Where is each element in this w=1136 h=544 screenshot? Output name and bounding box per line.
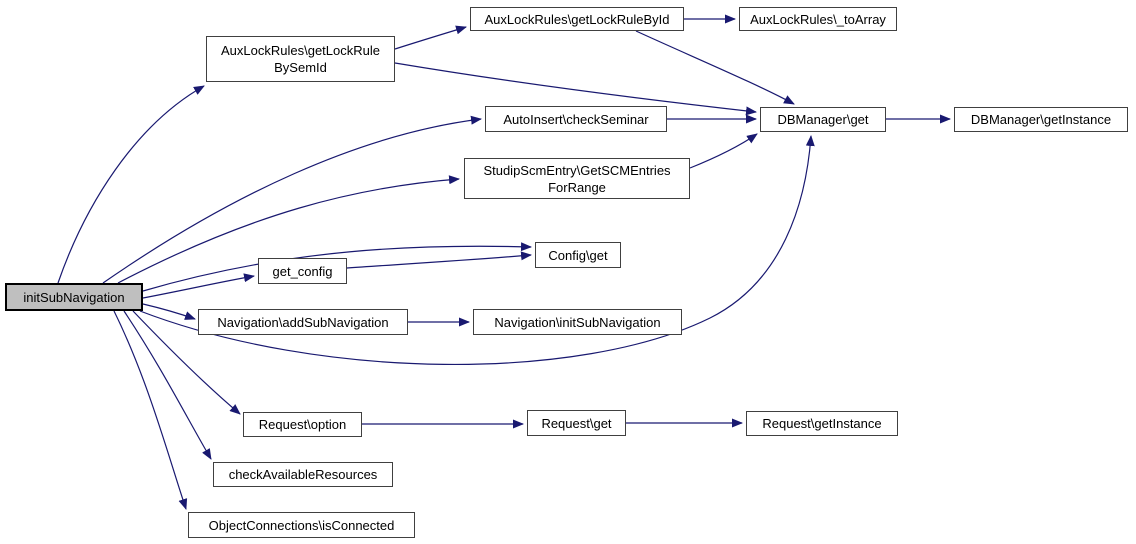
edge-init-to-check-avail: [123, 310, 212, 460]
node-label-line: Config\get: [548, 247, 608, 263]
node-autoinsert[interactable]: AutoInsert\checkSeminar: [485, 106, 667, 132]
node-label-line: DBManager\get: [777, 112, 869, 127]
edge-init-to-req-option: [132, 310, 241, 415]
edge-aux-by-semid-to-aux-by-id: [394, 25, 467, 50]
edge-init-to-objconn: [113, 310, 188, 510]
node-label-line: BySemId: [274, 60, 327, 75]
node-objconn[interactable]: ObjectConnections\isConnected: [188, 512, 415, 538]
edge-init-to-autoinsert: [102, 115, 482, 284]
node-label-line: initSubNavigation: [23, 289, 125, 305]
node-dbm-getinstance[interactable]: DBManager\getInstance: [954, 107, 1128, 132]
node-label-line: Request\get: [541, 415, 612, 431]
node-label-line: ObjectConnections\isConnected: [208, 517, 395, 533]
node-label-line: AutoInsert\checkSeminar: [503, 111, 649, 127]
edge-init-to-aux-by-semid: [57, 85, 205, 284]
node-label-line: Navigation\initSubNavigation: [494, 314, 661, 330]
edge-studipscm-to-dbm-get: [689, 133, 758, 169]
node-nav-addsubnav[interactable]: Navigation\addSubNavigation: [198, 309, 408, 335]
edge-init-to-nav-addsubnav: [142, 303, 196, 320]
node-nav-initsubnav[interactable]: Navigation\initSubNavigation: [473, 309, 682, 335]
edge-aux-by-id-to-dbm-get: [635, 30, 795, 105]
node-label-line: DBManager\getInstance: [970, 112, 1112, 127]
node-aux-by-id[interactable]: AuxLockRules\getLockRuleById: [470, 7, 684, 31]
edge-get-config-to-config-get: [346, 251, 532, 269]
node-check-avail[interactable]: checkAvailableResources: [213, 462, 393, 487]
node-label-line: checkAvailableResources: [228, 467, 378, 482]
node-label-line: AuxLockRules\getLockRule: [221, 43, 380, 58]
node-label-line: AuxLockRules\getLockRuleById: [484, 11, 670, 27]
node-init[interactable]: initSubNavigation: [5, 283, 143, 311]
edge-aux-by-semid-to-dbm-get: [394, 62, 757, 116]
node-label-line: StudipScmEntry\GetSCMEntries: [483, 162, 671, 178]
edge-init-to-dbm-get: [139, 135, 815, 366]
node-label-line: Request\getInstance: [762, 416, 882, 431]
node-aux-toarray[interactable]: AuxLockRules\_toArray: [739, 7, 897, 31]
node-label-line: Navigation\addSubNavigation: [217, 314, 389, 330]
node-req-getinstance[interactable]: Request\getInstance: [746, 411, 898, 436]
node-req-option[interactable]: Request\option: [243, 412, 362, 437]
node-label-line: get_config: [272, 263, 333, 279]
node-label-line: Request\option: [258, 417, 347, 432]
node-get-config[interactable]: get_config: [258, 258, 347, 284]
node-req-get[interactable]: Request\get: [527, 410, 626, 436]
node-label-line: AuxLockRules\_toArray: [750, 11, 886, 27]
node-config-get[interactable]: Config\get: [535, 242, 621, 268]
edge-init-to-config-get: [142, 242, 532, 292]
edge-init-to-get-config: [142, 273, 255, 299]
node-dbm-get[interactable]: DBManager\get: [760, 107, 886, 132]
edge-init-to-studipscm: [117, 175, 460, 284]
node-label-line: ForRange: [548, 179, 606, 195]
